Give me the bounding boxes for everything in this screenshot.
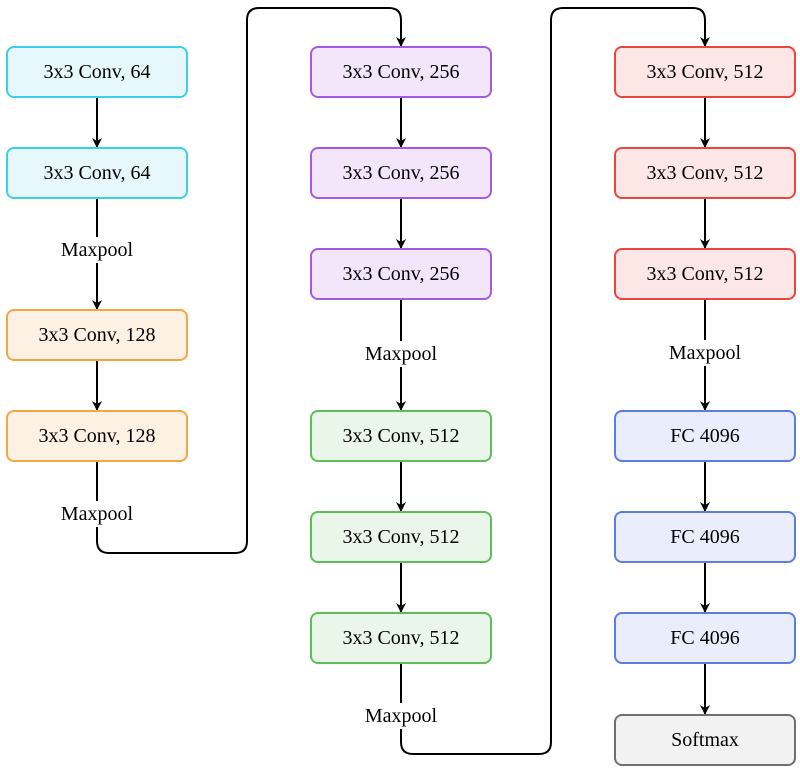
maxpool-label: Maxpool [365,343,438,365]
layer-node-c7: 3x3 Conv, 256 [310,248,492,300]
edge-label-background [51,501,143,527]
layer-node-c4: 3x3 Conv, 128 [6,410,188,462]
maxpool-label: Maxpool [61,239,134,261]
node-label: 3x3 Conv, 512 [342,425,459,447]
node-label: 3x3 Conv, 128 [38,324,155,346]
layer-node-s1: Softmax [614,714,796,766]
node-box [310,248,492,300]
node-box [310,410,492,462]
node-label: 3x3 Conv, 512 [646,263,763,285]
node-box [614,714,796,766]
node-box [310,46,492,98]
node-box [310,612,492,664]
node-label: 3x3 Conv, 512 [646,61,763,83]
maxpool-label: Maxpool [61,503,134,525]
node-label: FC 4096 [670,526,739,548]
node-box [6,410,188,462]
node-box [6,147,188,199]
node-label: 3x3 Conv, 128 [38,425,155,447]
node-box [614,147,796,199]
node-label: 3x3 Conv, 512 [342,526,459,548]
layer-node-c9: 3x3 Conv, 512 [310,511,492,563]
node-box [614,410,796,462]
node-label: 3x3 Conv, 64 [43,162,150,184]
layer-node-f1: FC 4096 [614,410,796,462]
node-box [6,46,188,98]
layer-node-c11: 3x3 Conv, 512 [614,46,796,98]
maxpool-label: Maxpool [669,342,742,364]
layer-node-f3: FC 4096 [614,612,796,664]
edge-label-background [355,703,447,729]
edge-c10-to-c11 [400,7,710,755]
node-label: FC 4096 [670,627,739,649]
node-box [310,147,492,199]
layer-node-c3: 3x3 Conv, 128 [6,309,188,361]
node-label: 3x3 Conv, 512 [342,627,459,649]
node-box [310,511,492,563]
node-label: Softmax [671,729,739,751]
node-label: FC 4096 [670,425,739,447]
node-label: 3x3 Conv, 256 [342,61,459,83]
layer-node-c1: 3x3 Conv, 64 [6,46,188,98]
edge-c4-to-c5 [96,7,406,554]
layer-node-c13: 3x3 Conv, 512 [614,248,796,300]
layer-node-c6: 3x3 Conv, 256 [310,147,492,199]
edge-label-background [659,340,751,366]
maxpool-label: Maxpool [365,705,438,727]
edge-label-background [355,341,447,367]
layer-node-c8: 3x3 Conv, 512 [310,410,492,462]
layer-node-c2: 3x3 Conv, 64 [6,147,188,199]
node-box [614,511,796,563]
node-box [614,248,796,300]
node-box [6,309,188,361]
node-label: 3x3 Conv, 256 [342,162,459,184]
edge-label-background [51,237,143,263]
nodes-layer: 3x3 Conv, 64 3x3 Conv, 64 3x3 Conv, 128 3x3… [6,46,796,766]
layer-node-f2: FC 4096 [614,511,796,563]
layer-node-c12: 3x3 Conv, 512 [614,147,796,199]
layer-node-c5: 3x3 Conv, 256 [310,46,492,98]
node-label: 3x3 Conv, 512 [646,162,763,184]
node-label: 3x3 Conv, 256 [342,263,459,285]
node-box [614,612,796,664]
node-label: 3x3 Conv, 64 [43,61,150,83]
layer-node-c10: 3x3 Conv, 512 [310,612,492,664]
node-box [614,46,796,98]
